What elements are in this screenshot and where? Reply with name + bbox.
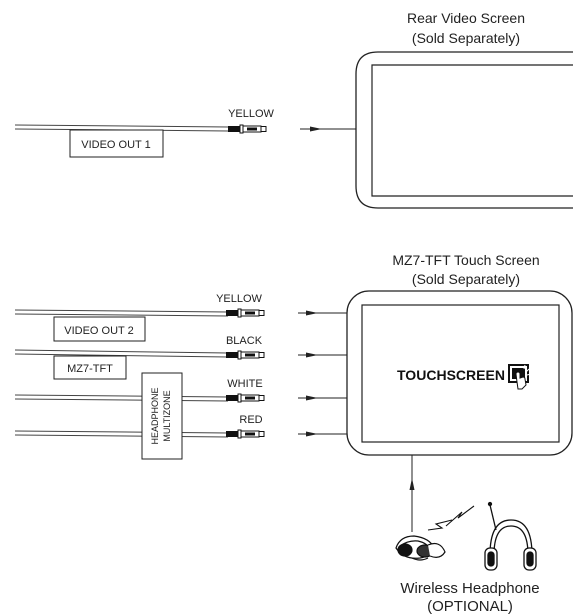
- video-out-1-arrow: [300, 126, 356, 132]
- white-wire-label: WHITE: [227, 378, 262, 390]
- multizone-label: MULTIZONE: [162, 390, 172, 441]
- touch-screen-subtitle: (Sold Separately): [412, 271, 520, 287]
- video-out-2-label: VIDEO OUT 2: [64, 325, 133, 337]
- over-ear-headphone-icon: [484, 501, 537, 571]
- headphone-title: Wireless Headphone: [400, 580, 539, 597]
- video-out-1-box: [69, 129, 164, 158]
- wireless-signal-arrow: [409, 455, 415, 532]
- black-wire-label: BLACK: [226, 335, 263, 347]
- rca-connector-yellow: [225, 308, 265, 318]
- touch-screen-title: MZ7-TFT Touch Screen: [392, 252, 539, 268]
- connector-arrows: [298, 310, 347, 437]
- rca-connector-white: [225, 393, 265, 403]
- yellow-wire-label: YELLOW: [216, 293, 262, 305]
- mz7-tft-box: [53, 355, 127, 380]
- red-wire-label: RED: [239, 414, 262, 426]
- rca-connector-yellow-top: [227, 124, 267, 134]
- video-out-2-box: [53, 316, 146, 342]
- headphone-subtitle: (OPTIONAL): [427, 598, 513, 615]
- touchscreen-logo-hand-icon: [508, 364, 532, 390]
- mz7-tft-label: MZ7-TFT: [67, 363, 113, 375]
- rear-video-screen: [355, 51, 573, 209]
- bottom-cables: [14, 309, 229, 438]
- rca-connector-red: [225, 429, 265, 439]
- video-out-1-label: VIDEO OUT 1: [81, 139, 150, 151]
- headphone-multizone-box: [141, 372, 183, 460]
- yellow-wire-label-top: YELLOW: [228, 108, 274, 120]
- headphone-label: HEADPHONE: [150, 387, 160, 444]
- rca-connector-black: [225, 350, 265, 360]
- wireless-signal-icon: [427, 505, 475, 531]
- folded-headphone-icon: [395, 535, 446, 561]
- rear-screen-subtitle: (Sold Separately): [412, 30, 520, 46]
- touchscreen-logo-text: TOUCHSCREEN: [397, 367, 505, 383]
- rear-screen-title: Rear Video Screen: [407, 10, 525, 26]
